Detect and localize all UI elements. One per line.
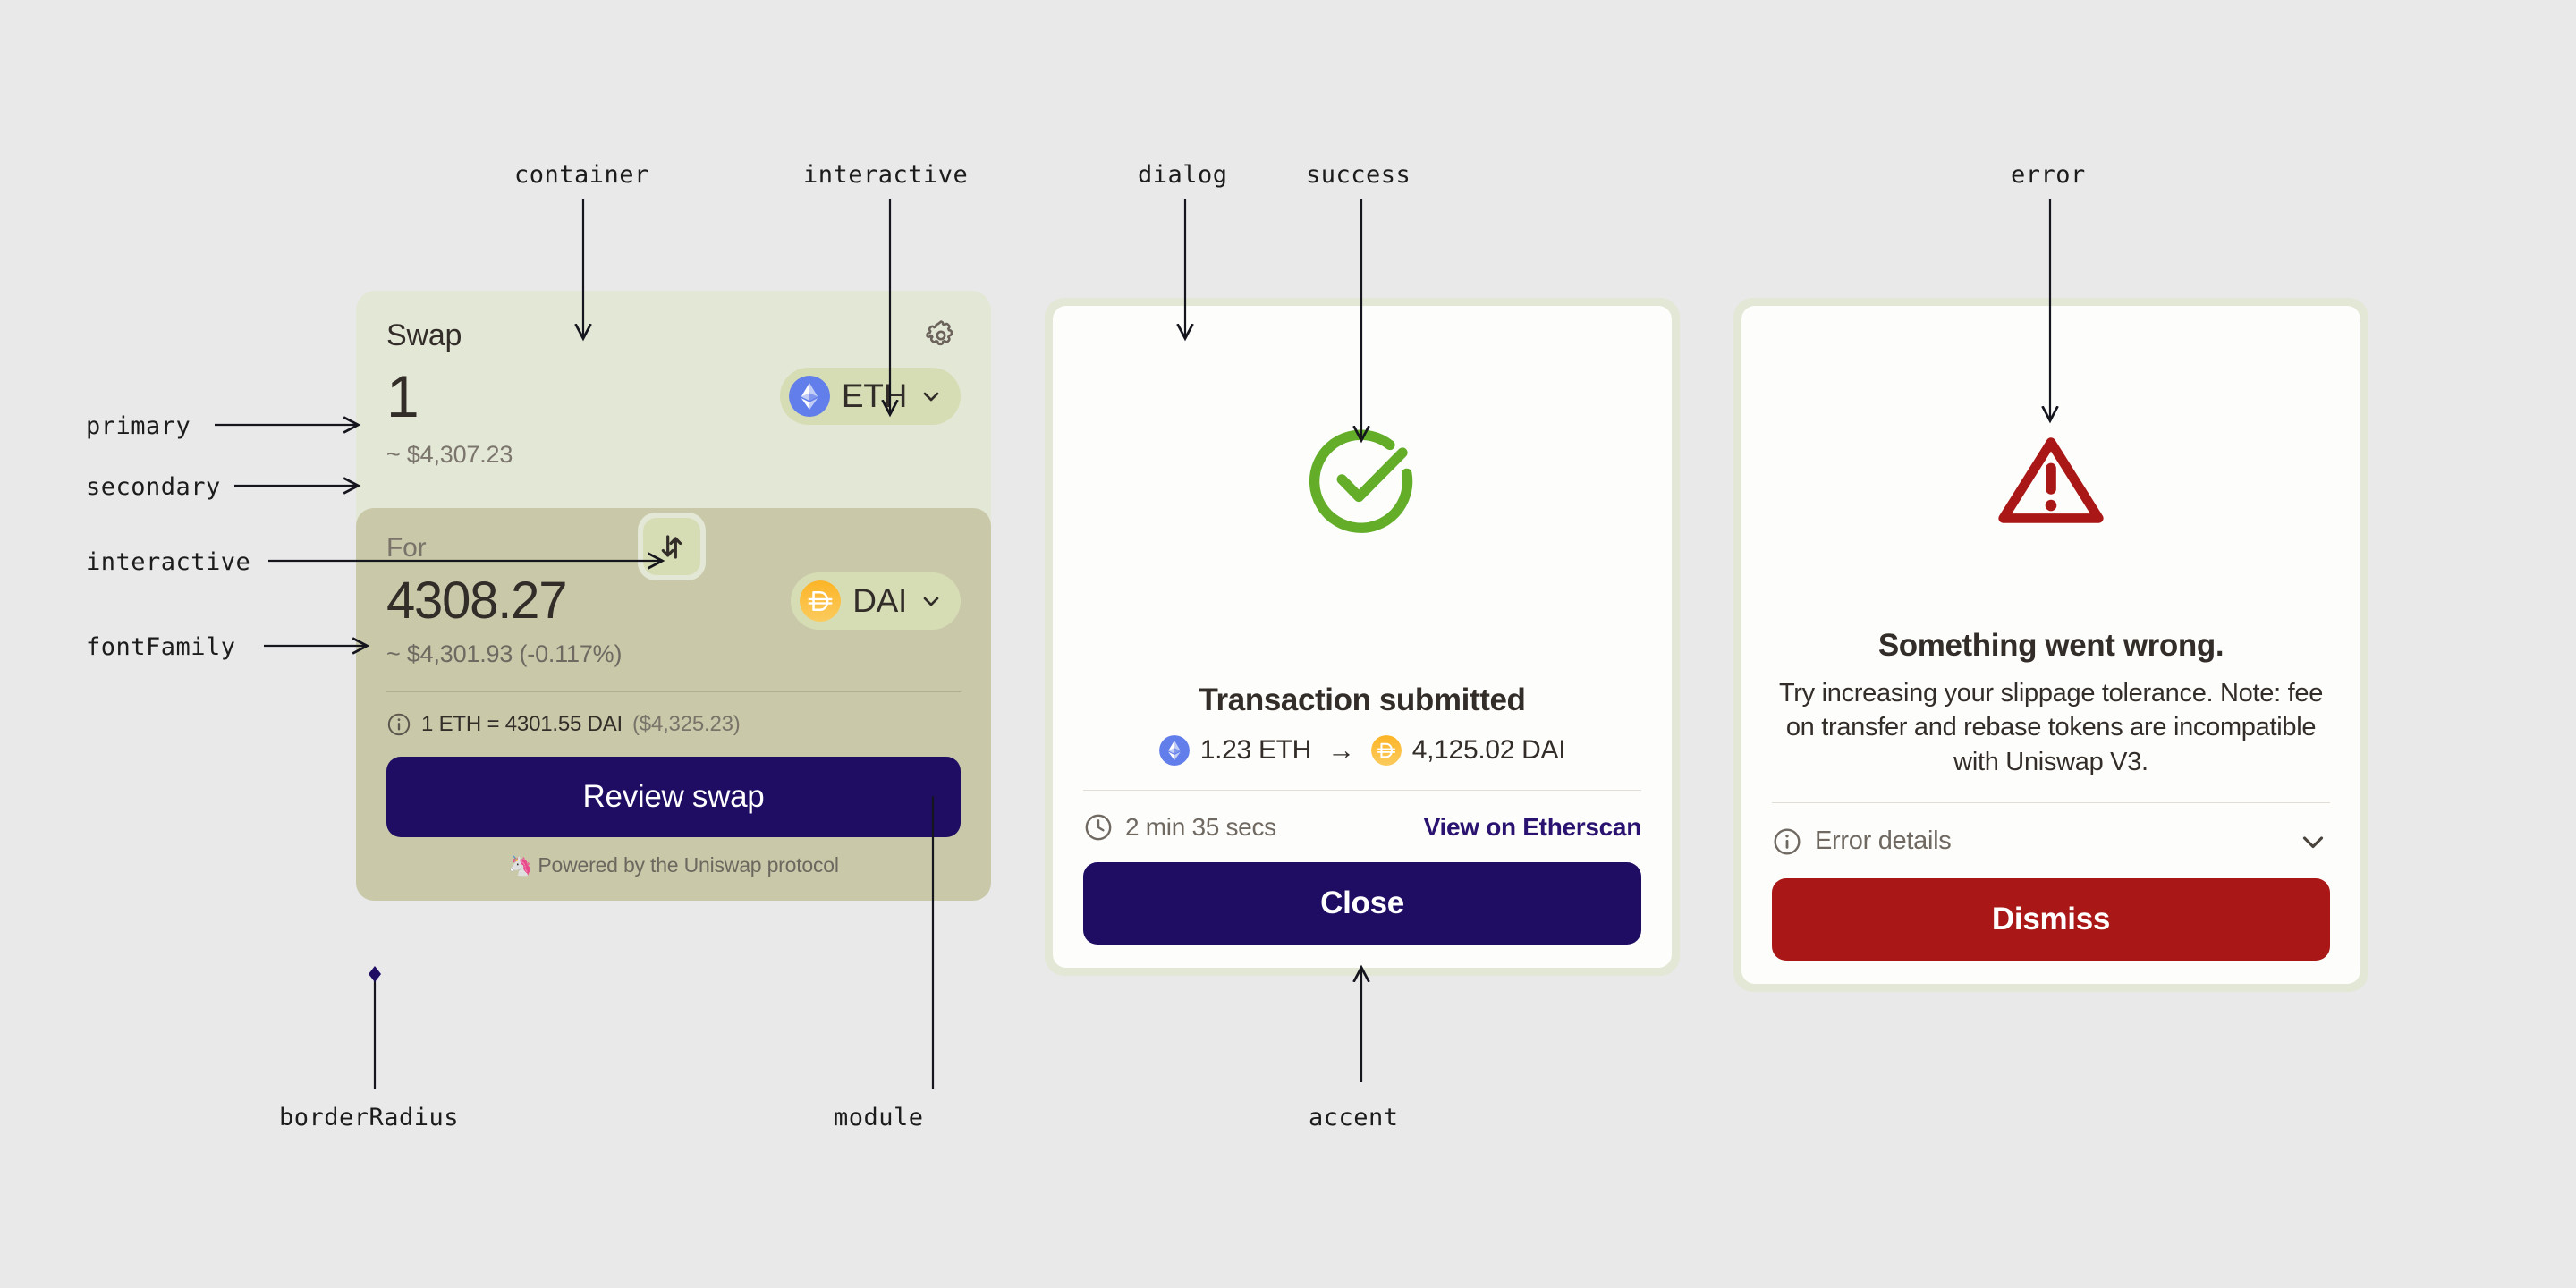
sell-usd-value: ~ $4,307.23	[386, 441, 513, 468]
unicorn-icon: 🦄	[508, 854, 533, 877]
swap-from-amount: 1.23 ETH	[1199, 735, 1312, 765]
buy-label: For	[386, 533, 427, 563]
error-graphic	[1772, 333, 2330, 628]
swap-direction-button-inner	[643, 518, 700, 575]
divider	[386, 691, 961, 692]
success-graphic	[1083, 333, 1641, 628]
annotation-module: module	[834, 1104, 924, 1131]
error-body: Something went wrong. Try increasing you…	[1772, 628, 2330, 961]
exchange-rate-row[interactable]: 1 ETH = 4301.55 DAI ($4,325.23)	[386, 712, 961, 737]
success-title: Transaction submitted	[1199, 682, 1526, 717]
annotation-success: success	[1306, 161, 1411, 189]
success-dialog: Transaction submitted 1.23 ETH →	[1045, 298, 1680, 976]
clock-icon	[1085, 814, 1112, 841]
buy-usd-value: ~ $4,301.93 (-0.117%)	[386, 640, 623, 667]
error-title: Something went wrong.	[1877, 628, 2224, 663]
error-dialog: Something went wrong. Try increasing you…	[1733, 298, 2368, 992]
check-circle-icon	[1309, 429, 1413, 533]
annotation-secondary: secondary	[86, 473, 221, 501]
success-body: Transaction submitted 1.23 ETH →	[1083, 628, 1641, 945]
arrow-right-icon: →	[1327, 734, 1355, 766]
buy-token-symbol: DAI	[852, 582, 907, 619]
error-details-label: Error details	[1815, 826, 1952, 856]
error-details-toggle[interactable]: Error details	[1772, 825, 2330, 859]
dai-icon	[800, 580, 842, 622]
powered-by-footer: 🦄Powered by the Uniswap protocol	[386, 853, 961, 877]
annotation-primary: primary	[86, 412, 191, 440]
view-on-etherscan-link[interactable]: View on Etherscan	[1423, 813, 1642, 841]
annotation-error: error	[2011, 161, 2086, 189]
dai-icon	[1370, 735, 1402, 766]
gear-icon	[926, 320, 953, 346]
chevron-down-icon	[923, 392, 939, 402]
ethereum-icon	[788, 376, 830, 417]
swap-summary: 1.23 ETH → 4,125.02 DAI	[1083, 734, 1641, 767]
swap-direction-icon	[661, 535, 682, 559]
exchange-rate-text: 1 ETH = 4301.55 DAI	[421, 712, 623, 736]
success-dialog-inner: Transaction submitted 1.23 ETH →	[1053, 306, 1672, 968]
leader-diamond-border-radius	[369, 966, 381, 982]
annotation-border-radius: borderRadius	[279, 1104, 460, 1131]
buy-amount-value[interactable]: 4308.27	[386, 571, 567, 630]
annotation-accent: accent	[1309, 1104, 1399, 1131]
buy-module: For 4308.27 DAI	[356, 508, 991, 901]
review-swap-button[interactable]: Review swap	[386, 757, 961, 837]
swap-direction-button[interactable]	[638, 513, 706, 580]
dismiss-button[interactable]: Dismiss	[1772, 877, 2330, 961]
chevron-down-icon	[2302, 836, 2324, 848]
sell-section: 1 ETH ~ $4,307.23	[356, 355, 991, 508]
close-button[interactable]: Close	[1083, 862, 1641, 945]
swap-container: Swap 1 ETH	[356, 291, 991, 901]
info-icon	[1774, 828, 1801, 855]
transaction-meta-row: 2 min 35 secs View on Etherscan	[1083, 812, 1641, 843]
settings-button[interactable]	[921, 316, 961, 355]
sell-token-selector[interactable]: ETH	[779, 368, 961, 425]
info-icon	[387, 713, 411, 736]
error-dialog-inner: Something went wrong. Try increasing you…	[1741, 306, 2360, 984]
buy-amount-row: 4308.27 DAI	[386, 572, 961, 630]
page-title: Swap	[386, 318, 462, 352]
annotation-font-family: fontFamily	[86, 633, 236, 661]
powered-by-text: Powered by the Uniswap protocol	[538, 853, 839, 877]
annotation-dialog: dialog	[1138, 161, 1228, 189]
buy-token-selector[interactable]: DAI	[791, 572, 961, 630]
error-details-label-group: Error details	[1772, 826, 1952, 857]
divider	[1772, 801, 2330, 803]
annotation-container: container	[514, 161, 649, 189]
exchange-rate-usd: ($4,325.23)	[632, 712, 741, 736]
annotation-interactive-2: interactive	[86, 548, 251, 576]
chevron-down-icon	[923, 597, 939, 606]
swap-to-amount: 4,125.02 DAI	[1411, 735, 1566, 765]
warning-triangle-icon	[1998, 437, 2104, 523]
sell-amount-input[interactable]: 1	[386, 363, 419, 429]
error-message: Try increasing your slippage tolerance. …	[1778, 679, 2324, 776]
ethereum-icon	[1158, 735, 1190, 766]
elapsed-time-text: 2 min 35 secs	[1125, 813, 1276, 841]
sell-amount-row: 1 ETH	[386, 364, 961, 428]
annotation-interactive: interactive	[803, 161, 969, 189]
divider	[1083, 790, 1641, 791]
elapsed-time: 2 min 35 secs	[1083, 812, 1276, 843]
swap-header: Swap	[356, 291, 991, 355]
sell-token-symbol: ETH	[841, 377, 907, 414]
